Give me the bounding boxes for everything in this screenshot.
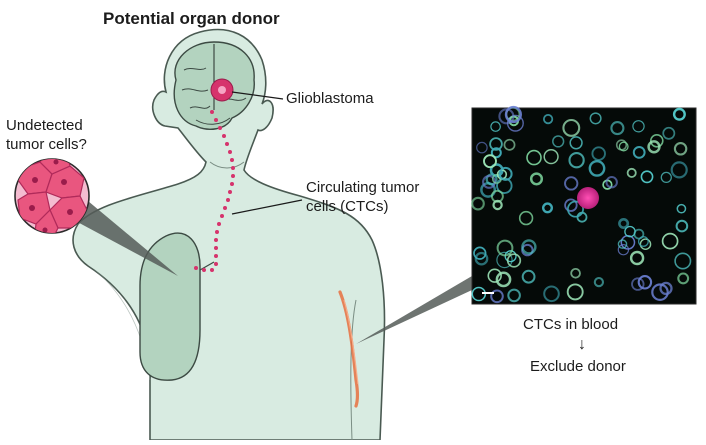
blood-cell [542,114,554,125]
blood-cell [569,136,583,150]
blood-cell [474,251,489,266]
blood-cell [631,277,645,291]
tumor-cells-magnified-icon [14,158,90,234]
page-title: Potential organ donor [103,9,280,28]
blood-cell [495,271,512,288]
magnify-wedge-right [356,276,472,344]
blood-cell [659,281,673,296]
scale-bar [482,292,494,294]
blood-cell [605,176,618,189]
blood-cell [490,121,501,132]
blood-cell [589,112,602,125]
blood-cell [567,200,584,218]
blood-cell [632,146,646,159]
blood-cell [529,172,544,186]
blood-cell [675,219,689,233]
blood-cell [496,251,513,269]
ctc-pointer [231,199,303,215]
label-ctc-line2: cells (CTCs) [306,198,389,215]
blood-cell [662,126,676,140]
blood-cell [543,285,560,303]
blood-cell [543,148,559,165]
blood-cell [618,141,629,152]
blood-cell [526,149,542,166]
blood-cell [489,137,503,151]
lungs [139,232,215,381]
blood-cell [498,108,515,125]
label-undetected-line2: tumor cells? [6,136,87,153]
blood-cell [591,146,606,161]
blood-cell [617,239,628,249]
blood-cell [542,202,554,214]
magnify-wedge-left [70,196,178,276]
blood-cell [498,166,513,181]
label-ctcs-in-blood: CTCs in blood [523,316,619,333]
blood-cell [521,239,537,255]
label-ctc-line1: Circulating tumor [306,179,420,196]
blood-cell [566,283,584,301]
blood-cell [496,239,514,257]
blood-cell [492,199,503,211]
blood-cell [503,138,516,151]
blood-cell [568,152,585,169]
glioblastoma-tumor-icon [210,78,234,102]
blood-cell [483,154,497,169]
blood-cell [490,147,502,159]
blood-cell [593,276,605,288]
blood-cell [651,283,669,301]
blood-cell [674,252,692,270]
arm-vein [338,290,360,408]
ctc-cell-magenta [577,187,599,209]
blood-cell [647,140,661,154]
blood-cell [672,107,686,121]
blood-cell [487,268,502,283]
blood-cell [673,142,688,156]
blood-cell [476,141,488,154]
blood-cell [640,170,654,184]
blood-cell [670,161,688,179]
blood-cell [618,218,630,230]
blood-cell [552,135,565,148]
label-glioblastoma: Glioblastoma [286,90,374,107]
blood-cell [562,118,581,137]
blood-cell [588,159,606,177]
blood-cell [570,267,581,279]
microscopy-image [471,105,697,305]
blood-cell [504,105,523,124]
blood-cell [473,246,487,260]
blood-cell [490,289,504,304]
blood-cell [610,121,625,136]
blood-cell [564,198,578,212]
blood-cell [521,269,536,284]
blood-cell [629,250,645,266]
blood-cell [677,272,690,285]
blood-cell [626,167,637,178]
blood-cell [506,253,522,268]
glioblastoma-pointer [231,91,284,100]
blood-cell [661,232,679,250]
blood-cell [507,288,521,303]
blood-cell [649,134,664,148]
blood-cell [482,174,496,189]
label-undetected-line1: Undetected [6,117,83,134]
blood-cell [660,171,672,184]
blood-cell [564,176,579,191]
blood-cell [639,238,652,250]
blood-cell [632,120,645,133]
label-exclude-donor: Exclude donor [530,358,626,375]
blood-cell [637,236,649,247]
blood-cell [471,196,485,211]
flow-arrow-icon: ↓ [578,336,586,353]
ctc-dotted-path [194,110,235,272]
blood-cell [676,203,687,214]
blood-cell [518,210,534,226]
blood-cell [637,275,653,290]
blood-cell [624,225,636,238]
